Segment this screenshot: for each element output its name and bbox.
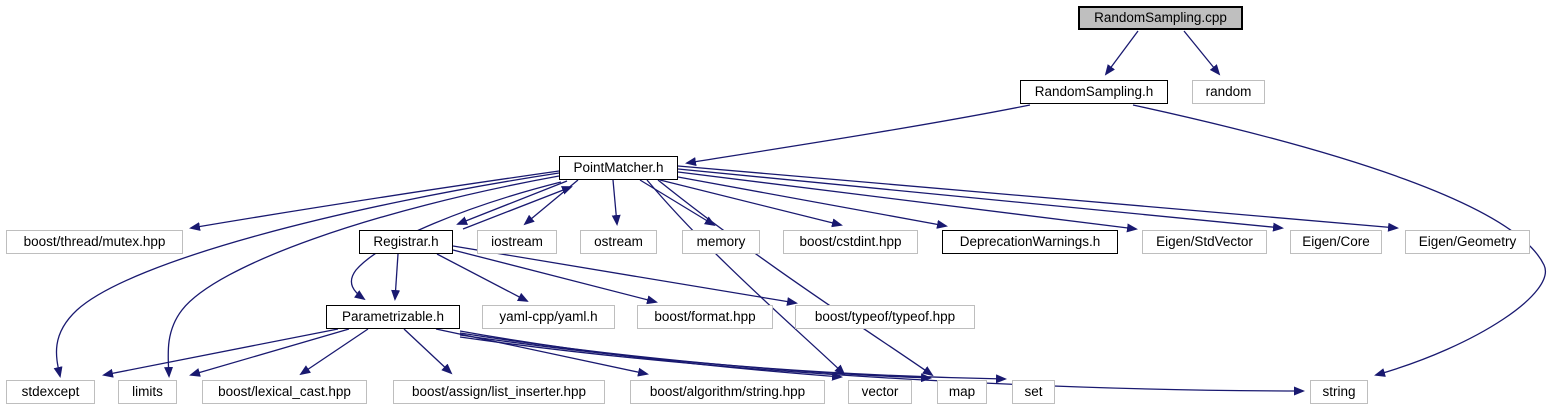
node-mutex: boost/thread/mutex.hpp [6,230,183,254]
node-cpp: RandomSampling.cpp [1078,6,1243,30]
node-string: string [1310,380,1368,404]
edge-pm-limits [164,175,560,378]
edge-pm-stdexcept [53,172,560,378]
node-cstdint: boost/cstdint.hpp [783,230,918,254]
edges [53,30,1547,396]
node-core: Eigen/Core [1290,230,1382,254]
edge-cpp-random [1183,30,1221,76]
edge-pm-reg [456,180,568,225]
edge-param-stdexcept [102,328,339,378]
edge-pm-depwarn [677,176,948,229]
node-param[interactable]: Parametrizable.h [326,305,460,329]
edge-param-string [459,336,1305,396]
node-lexical: boost/lexical_cast.hpp [202,380,367,404]
edge-pm-vector [646,179,846,376]
node-pm[interactable]: PointMatcher.h [559,156,678,180]
node-ostream: ostream [580,230,657,254]
edge-reg-yaml [436,253,529,302]
edge-reg-pm [462,186,573,230]
node-format: boost/format.hpp [637,305,773,329]
edge-pm-cstdint [659,179,843,228]
edge-rsh-string [1132,104,1547,377]
edge-pm-ostream [611,179,621,226]
node-limits: limits [118,380,177,404]
edge-pm-map [657,179,934,377]
node-memory: memory [682,230,760,254]
node-map: map [937,380,987,404]
edge-pm-geometry [677,165,1399,232]
node-geometry: Eigen/Geometry [1405,230,1530,254]
edge-reg-format [452,249,658,305]
edge-pm-memory [639,179,716,227]
edge-param-limits [189,328,350,377]
edge-cpp-rsh [1104,30,1139,76]
node-random: random [1192,80,1265,104]
edge-rsh-pm [685,104,1031,167]
node-stdvector: Eigen/StdVector [1142,230,1267,254]
edge-pm-iostream [523,179,579,226]
edge-param-map [459,332,932,383]
node-iostream: iostream [477,230,557,254]
edge-reg-param [391,253,401,301]
node-yaml: yaml-cpp/yaml.h [482,305,615,329]
edge-param-set [459,334,1007,384]
edge-reg-typeof [452,245,798,306]
node-listins: boost/assign/list_inserter.hpp [393,380,605,404]
edge-pm-core [677,168,1284,232]
node-algostring: boost/algorithm/string.hpp [630,380,825,404]
node-set: set [1012,380,1055,404]
node-depwarn[interactable]: DeprecationWarnings.h [942,230,1118,254]
node-rsh[interactable]: RandomSampling.h [1020,80,1168,104]
node-typeof: boost/typeof/typeof.hpp [795,305,975,329]
edge-pm-mutex [189,170,560,231]
edge-param-listins [403,328,453,375]
node-stdexcept: stdexcept [6,380,95,404]
node-reg[interactable]: Registrar.h [359,230,453,254]
node-vector: vector [848,380,912,404]
edge-param-lexical [299,328,369,376]
edge-pm-stdvector [677,171,1138,233]
